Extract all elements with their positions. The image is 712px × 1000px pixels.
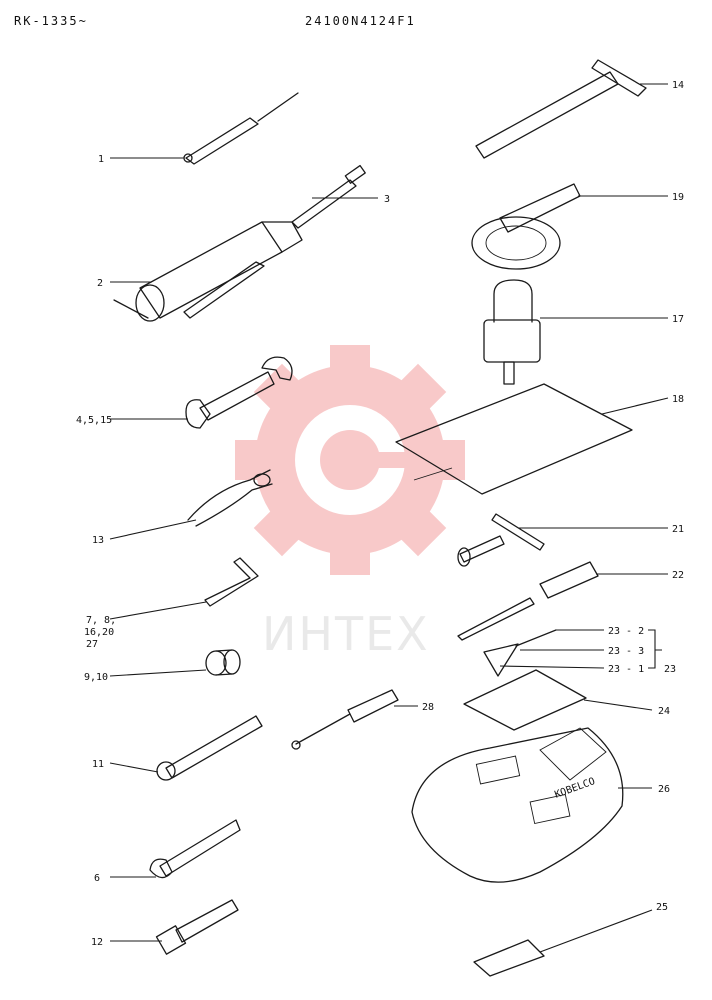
leader-23-1 (499, 665, 605, 669)
part-4-open-end-wrench (185, 356, 293, 429)
part-25-tag (473, 939, 545, 977)
part-13-pliers (187, 469, 273, 527)
label-27: 27 (86, 639, 98, 650)
leader-13 (109, 519, 197, 540)
label-9-10: 9,10 (84, 672, 108, 683)
leader-24 (583, 699, 653, 711)
label-28: 28 (422, 702, 434, 713)
label-16-20: 16,20 (84, 627, 114, 638)
label-18: 18 (672, 394, 684, 405)
leader-11 (109, 762, 159, 773)
label-22: 22 (672, 570, 684, 581)
part-2-grease-gun (113, 221, 303, 322)
watermark-text: ИНТЕХ (262, 607, 430, 661)
label-3: 3 (384, 194, 390, 205)
leader-9 (109, 669, 207, 677)
label-11: 11 (92, 759, 104, 770)
part-7-hex-key (204, 557, 259, 607)
part-14-t-handle (475, 59, 647, 159)
part-11-ratchet (156, 715, 263, 781)
label-2: 2 (97, 278, 103, 289)
part-6-adjustable-wrench (149, 819, 241, 879)
label-23-3: 23 - 3 (608, 646, 644, 657)
label-23: 23 (664, 664, 676, 675)
label-6: 6 (94, 873, 100, 884)
part-3-gun-extension (291, 164, 366, 229)
bracket-23 (648, 629, 662, 669)
label-25: 25 (656, 902, 668, 913)
label-19: 19 (672, 192, 684, 203)
label-17: 17 (672, 314, 684, 325)
part-21-t-socket (457, 513, 545, 567)
leader-18 (601, 397, 669, 415)
label-13: 13 (92, 535, 104, 546)
bag-brand-text: KOBELCO (553, 776, 596, 801)
label-14: 14 (672, 80, 684, 91)
label-23-1: 23 - 1 (608, 664, 644, 675)
label-26: 26 (658, 784, 670, 795)
part-12-extension-bar (155, 899, 239, 955)
label-24: 24 (658, 706, 670, 717)
header-part-number: 24100N4124F1 (305, 14, 416, 28)
part-17-padlock (483, 279, 541, 385)
label-23-2: 23 - 2 (608, 626, 644, 637)
part-22-driver-handle (539, 561, 599, 599)
label-12: 12 (91, 937, 103, 948)
label-7-8: 7, 8, (86, 615, 116, 626)
watermark-logo: ИНТЕХ (235, 345, 465, 661)
part-18-cover-sheet (395, 383, 633, 495)
label-1: 1 (98, 154, 104, 165)
part-28-screwdriver (291, 689, 399, 750)
part-24-instruction-sheet (463, 669, 587, 731)
leader-25 (539, 909, 653, 953)
label-4-5-15: 4,5,15 (76, 415, 112, 426)
part-1-grease-nozzle (183, 92, 299, 165)
part-26-tool-bag: KOBELCO (411, 727, 624, 883)
part-9-socket (205, 649, 241, 676)
part-23-funnel-set (457, 597, 557, 677)
part-19-filter-wrench (471, 183, 581, 270)
label-21: 21 (672, 524, 684, 535)
header-left-code: RK-1335~ (14, 14, 88, 28)
leader-7 (109, 601, 207, 620)
